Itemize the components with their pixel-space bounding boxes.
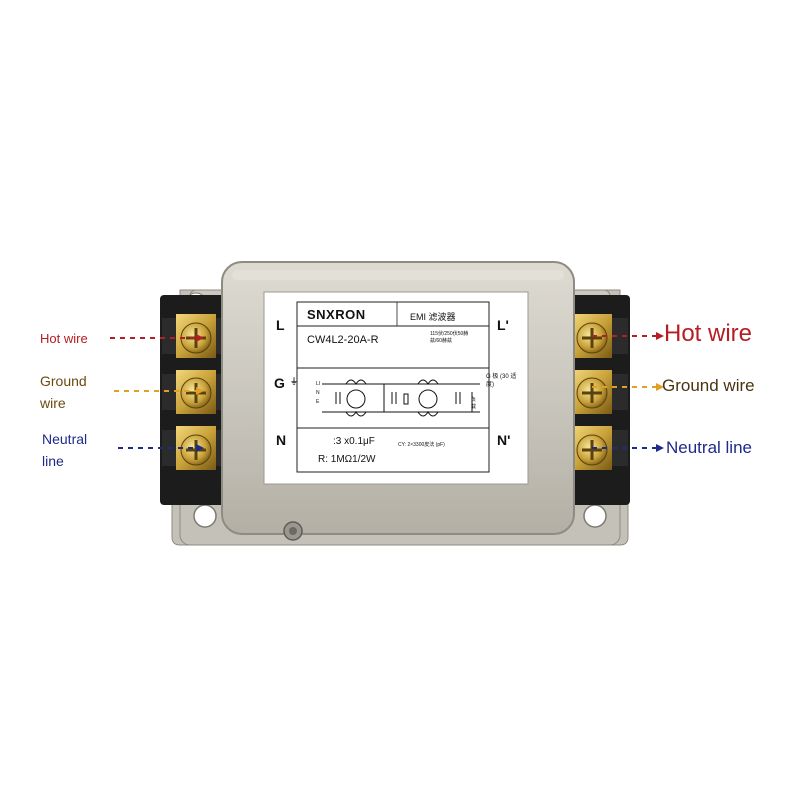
callout-left-neutral-line1: Neutral <box>42 431 88 447</box>
callout-left-neutral-line2: line <box>42 453 64 469</box>
callout-right-neutral-line: Neutral line <box>666 438 752 457</box>
label-card <box>263 291 529 485</box>
terminal-label-l: L <box>276 317 285 333</box>
load-vertical-label: 负载 <box>471 397 477 410</box>
mount-hole-right-bottom <box>583 504 607 528</box>
callout-left-ground-line2: wire <box>40 395 66 411</box>
terminal-label-g: G <box>274 375 285 391</box>
terminal-block-left <box>160 295 230 505</box>
product-title: EMI 滤波器 <box>410 312 456 322</box>
mount-hole-left-bottom <box>193 504 217 528</box>
callout-right-hot-wire: Hot wire <box>664 320 753 347</box>
cx-rating: :3 x0.1μF <box>333 436 375 447</box>
terminal-label-l-prime: L' <box>497 317 509 333</box>
ground-note: G 极 (30 适度) <box>486 374 517 388</box>
cy-rating: CY: 2×3300皮法 (pF) <box>398 442 445 448</box>
terminal-label-n-prime: N' <box>497 432 511 448</box>
terminal-label-n: N <box>276 432 287 448</box>
brand-name: SNXRON <box>307 307 366 322</box>
callout-lines <box>110 335 656 449</box>
callout-left-ground-wire: Ground wire <box>40 370 110 414</box>
callout-left-neutral-line: Neutral line <box>42 428 112 472</box>
label-inner-border <box>296 301 490 473</box>
callout-right-ground-wire: Ground wire <box>662 376 755 395</box>
line-vertical-label: LINE <box>316 381 321 405</box>
resistor-rating: R: 1MΩ1/2W <box>318 454 376 465</box>
filter-schematic <box>322 379 480 417</box>
ground-symbol-icon: ⏚ <box>290 377 298 386</box>
callout-arrowheads <box>196 332 664 452</box>
model-number: CW4L2-20A-R <box>307 334 379 346</box>
callout-left-hot-wire: Hot wire <box>40 331 88 346</box>
spec-note: 115伏/250伏50赫兹/60赫兹 <box>430 331 469 344</box>
callout-left-ground-line1: Ground <box>40 373 87 389</box>
